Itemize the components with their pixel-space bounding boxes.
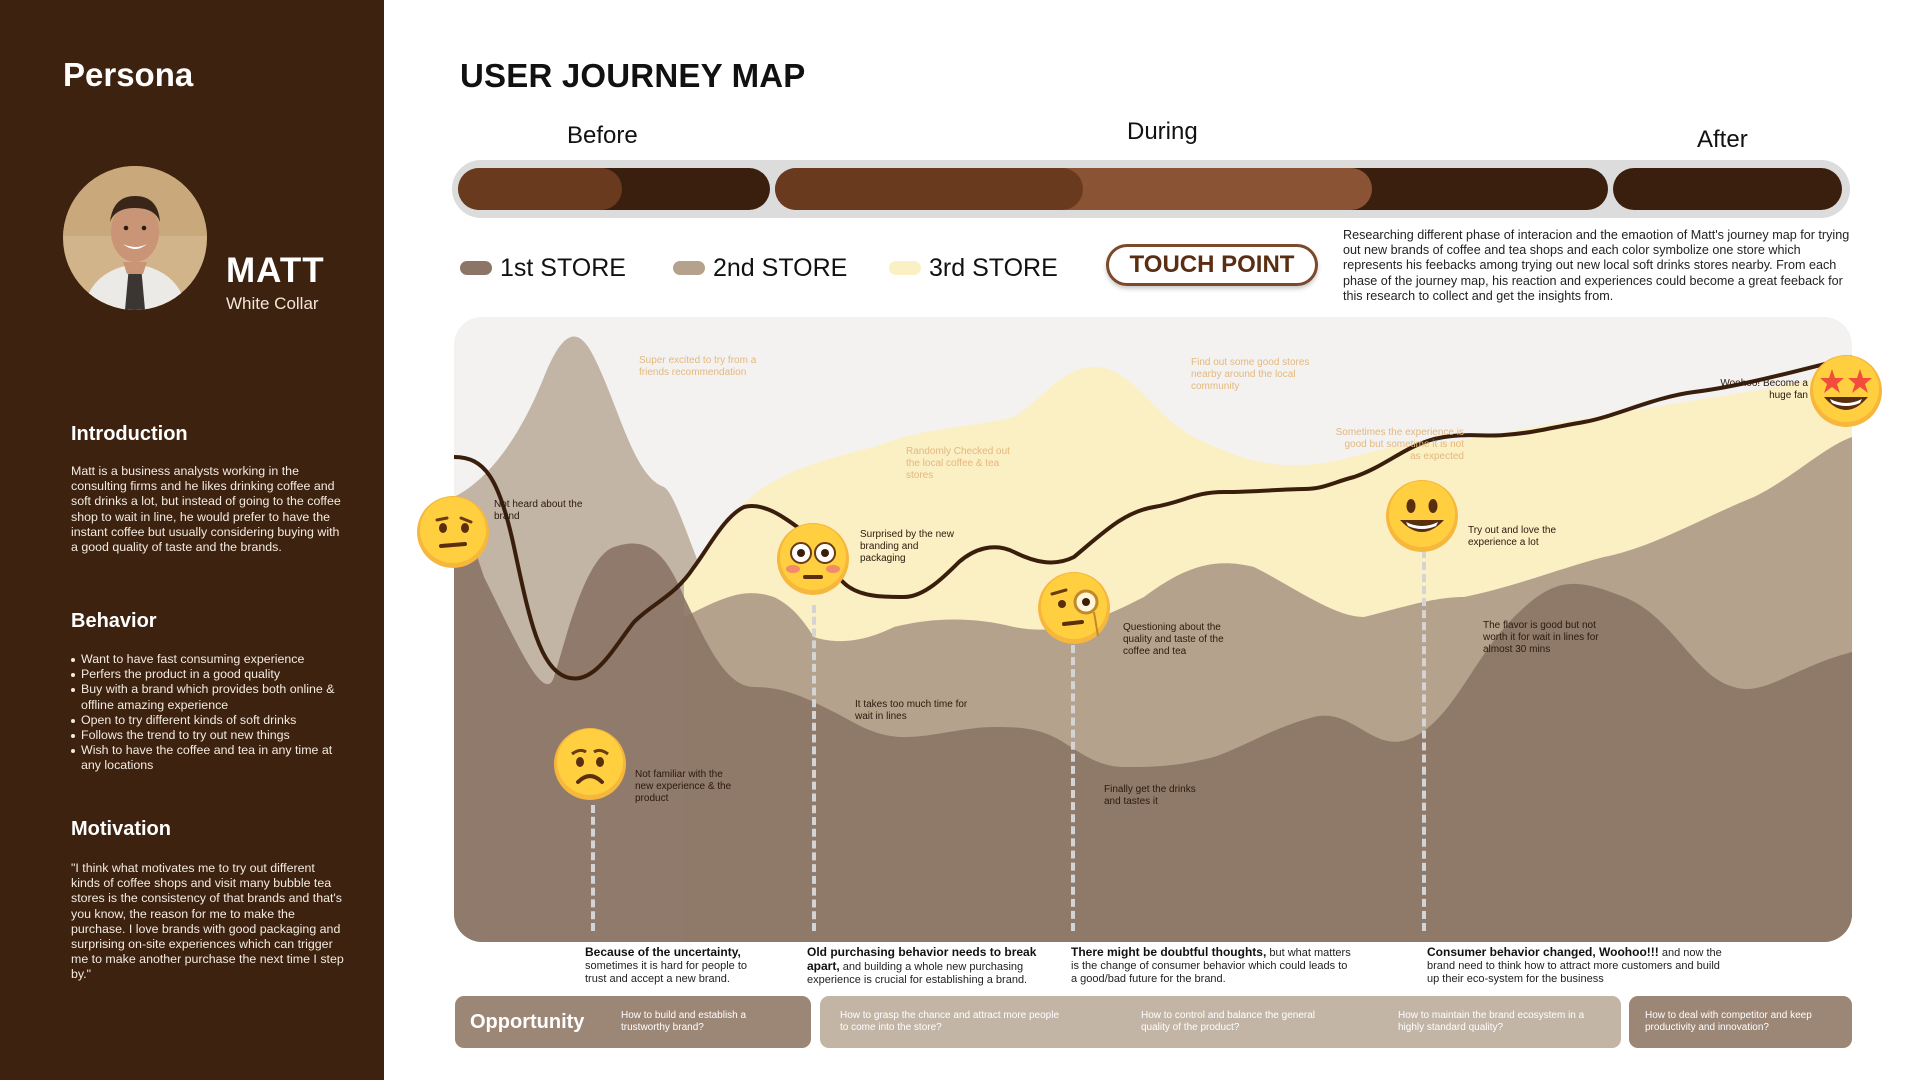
legend-3rd-store: 3rd STORE xyxy=(889,253,1058,283)
touch-point-marker xyxy=(591,805,595,931)
map-title: USER JOURNEY MAP xyxy=(460,57,806,94)
insight-bold: Consumer behavior changed, Woohoo!!! xyxy=(1427,945,1659,959)
annotation-text: Surprised by the new branding and packag… xyxy=(860,529,954,564)
annotation-text: It takes too much time for wait in lines xyxy=(855,699,968,722)
opportunity-text: How to deal with competitor and keep pro… xyxy=(1645,1010,1812,1033)
annotation-text: Finally get the drinks and tastes it xyxy=(1104,784,1196,807)
flushed-face-icon xyxy=(775,521,851,597)
phase-after: After xyxy=(1697,126,1748,153)
touch-point-marker xyxy=(1071,645,1075,931)
annotation-text: Woohoo! Become a huge fan xyxy=(1720,378,1808,401)
phase-segment-before xyxy=(458,168,770,210)
journey-chart xyxy=(454,317,1852,942)
legend-swatch xyxy=(673,261,705,275)
persona-sidebar: Persona MATT White Collar Introduction M… xyxy=(0,0,384,1080)
insight-text: There might be doubtful thoughts, but wh… xyxy=(1071,946,1351,985)
list-item: Want to have fast consuming experience xyxy=(71,652,351,667)
opportunity-panel-before xyxy=(455,996,811,1048)
behavior-heading: Behavior xyxy=(71,610,157,632)
annotation-text: Randomly Checked out the local coffee & … xyxy=(906,446,1010,481)
monocle-face-icon xyxy=(1036,570,1112,646)
legend-2nd-store: 2nd STORE xyxy=(673,253,847,283)
introduction-heading: Introduction xyxy=(71,423,188,445)
motivation-heading: Motivation xyxy=(71,818,171,840)
research-description: Researching different phase of interacio… xyxy=(1343,228,1850,303)
list-item: Buy with a brand which provides both onl… xyxy=(71,682,351,712)
insight-text: Consumer behavior changed, Woohoo!!! and… xyxy=(1427,946,1727,985)
legend-label: 3rd STORE xyxy=(929,253,1058,282)
insight-rest: but what matters is the change of consum… xyxy=(1071,947,1351,985)
insight-text: Because of the uncertainty, sometimes it… xyxy=(585,946,770,985)
legend-swatch xyxy=(460,261,492,275)
insight-text: Old purchasing behavior needs to break a… xyxy=(807,946,1057,986)
annotation-text: Try out and love the experience a lot xyxy=(1468,525,1557,548)
persona-role: White Collar xyxy=(226,294,319,313)
list-item: Wish to have the coffee and tea in any t… xyxy=(71,743,351,773)
smiling-face-icon xyxy=(1384,478,1460,554)
phase-segment-after xyxy=(1613,168,1842,210)
touch-point-marker xyxy=(812,605,816,931)
phase-before: Before xyxy=(567,122,638,149)
touch-point-badge: TOUCH POINT xyxy=(1106,244,1318,286)
legend-label: 2nd STORE xyxy=(713,253,848,282)
opportunity-panel-during xyxy=(820,996,1621,1048)
1st-store-area xyxy=(454,497,1852,942)
behavior-list: Want to have fast consuming experience P… xyxy=(71,652,351,774)
opportunity-text: How to control and balance the general q… xyxy=(1141,1010,1316,1033)
list-item: Follows the trend to try out new things xyxy=(71,728,351,743)
phase-during: During xyxy=(1127,118,1198,145)
legend-label: 1st STORE xyxy=(500,253,626,282)
annotation-text: Not heard about the brand xyxy=(494,499,583,522)
annotation-text: Sometimes the experience is good but som… xyxy=(1335,427,1464,462)
insight-bold: Because of the uncertainty, xyxy=(585,945,741,959)
persona-name: MATT xyxy=(226,251,325,290)
annotation-text: Super excited to try from a friends reco… xyxy=(639,355,757,378)
opportunity-text: How to grasp the chance and attract more… xyxy=(840,1010,1060,1033)
frowning-face-icon xyxy=(552,726,628,802)
introduction-text: Matt is a business analysts working in t… xyxy=(71,464,341,555)
opportunity-panel-after xyxy=(1629,996,1852,1048)
list-item: Open to try different kinds of soft drin… xyxy=(71,713,351,728)
insight-bold: Old purchasing behavior needs to break a… xyxy=(807,945,1037,973)
opportunity-title: Opportunity xyxy=(470,1011,585,1033)
avatar xyxy=(63,166,207,310)
insight-rest: and building a whole new purchasing expe… xyxy=(807,960,1028,986)
insight-rest: sometimes it is hard for people to trust… xyxy=(585,959,748,985)
annotation-text: The flavor is good but not worth it for … xyxy=(1483,620,1599,655)
phase-segment-during xyxy=(775,168,1608,210)
motivation-text: "I think what motivates me to try out di… xyxy=(71,861,344,982)
legend-swatch xyxy=(889,261,921,275)
list-item: Perfers the product in a good quality xyxy=(71,667,351,682)
phase-progress-bar xyxy=(452,160,1850,218)
legend-1st-store: 1st STORE xyxy=(460,253,626,283)
touch-point-marker xyxy=(1422,550,1426,931)
neutral-face-icon xyxy=(415,494,491,570)
persona-title: Persona xyxy=(63,56,194,93)
insight-bold: There might be doubtful thoughts, xyxy=(1071,945,1267,959)
star-struck-face-icon xyxy=(1808,353,1884,429)
opportunity-text: How to build and establish a trustworthy… xyxy=(621,1010,747,1033)
annotation-text: Find out some good stores nearby around … xyxy=(1191,357,1310,392)
opportunity-text: How to maintain the brand ecosystem in a… xyxy=(1398,1010,1585,1033)
annotation-text: Not familiar with the new experience & t… xyxy=(635,769,732,804)
insight-rest: and now the brand need to think how to a… xyxy=(1427,947,1722,985)
annotation-text: Questioning about the quality and taste … xyxy=(1123,622,1224,657)
emotion-curve xyxy=(454,355,1852,681)
